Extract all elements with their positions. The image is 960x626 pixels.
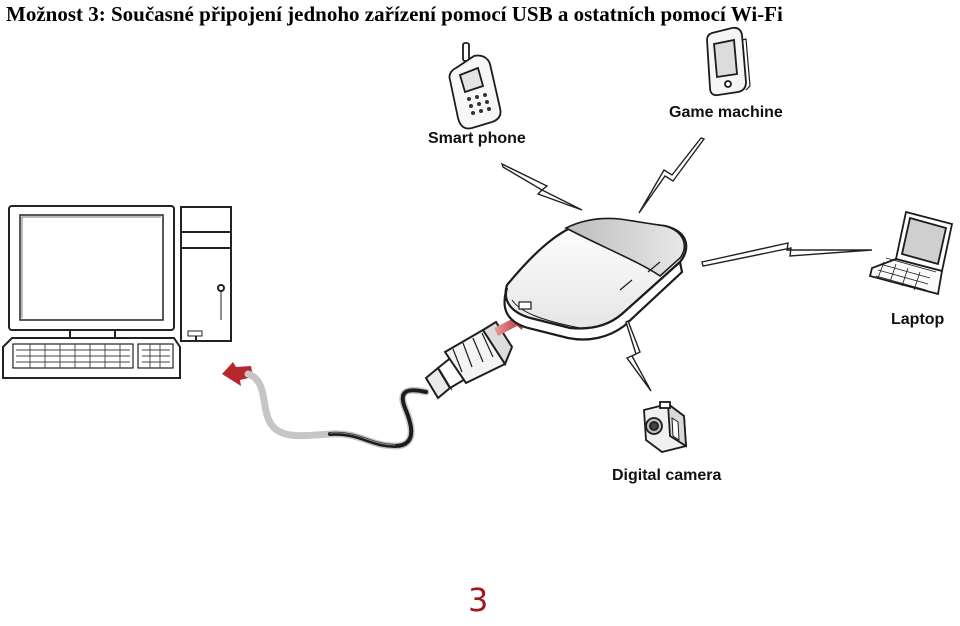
wireless-signal-icon [500, 162, 583, 211]
digital-camera-icon [643, 401, 688, 453]
wireless-signal-icon [638, 137, 706, 214]
usb-plug-icon [424, 320, 514, 400]
arrow-icon [222, 362, 253, 386]
page-title: Možnost 3: Současné připojení jednoho za… [6, 2, 783, 26]
smart-phone-icon [448, 42, 502, 130]
wireless-signal-icon [701, 242, 873, 267]
smart-phone-label: Smart phone [428, 130, 526, 147]
wireless-signal-icon [625, 320, 652, 392]
laptop-icon [868, 210, 954, 296]
desktop-computer-icon [2, 205, 232, 379]
game-machine-icon [706, 26, 751, 97]
game-machine-label: Game machine [669, 104, 783, 121]
mobile-wifi-router-icon [503, 217, 688, 341]
page-number: 3 [468, 581, 489, 619]
laptop-label: Laptop [891, 311, 945, 328]
digital-camera-label: Digital camera [612, 467, 722, 484]
usb-cable-icon [244, 370, 430, 450]
